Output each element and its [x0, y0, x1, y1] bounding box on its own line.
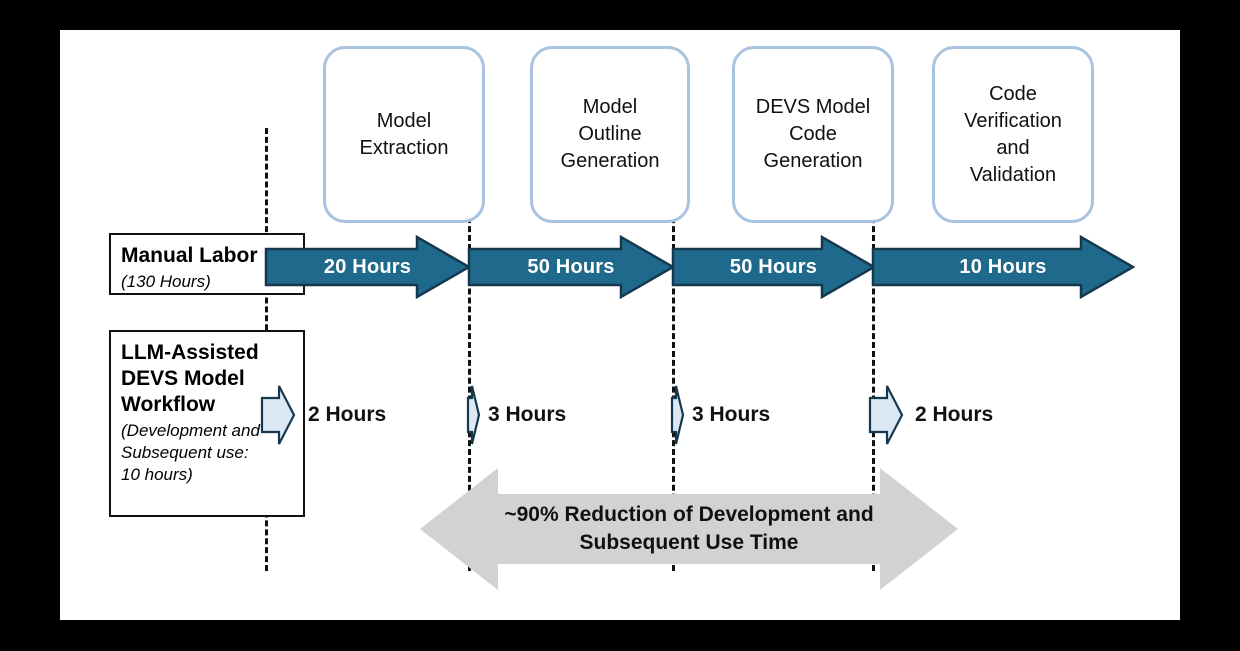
process-line: and	[996, 136, 1030, 159]
reduction-callout[interactable]: ~90% Reduction of Development and Subseq…	[420, 468, 958, 590]
row-label-subtitle: (Development and Subsequent use: 10 hour…	[121, 420, 293, 485]
double-arrow-icon	[420, 468, 958, 590]
manual-arrow-phase-2[interactable]: 50 Hours	[467, 234, 676, 300]
manual-arrow-phase-3[interactable]: 50 Hours	[671, 234, 877, 300]
diagram-canvas: Model Extraction Model Outline Generatio…	[60, 30, 1180, 620]
process-line: Code	[989, 82, 1037, 105]
arrow-right-icon	[871, 234, 1136, 300]
arrow-right-icon	[467, 234, 676, 300]
manual-arrow-phase-1[interactable]: 20 Hours	[264, 234, 472, 300]
process-box-code-verification-and-validation[interactable]: Code Verification and Validation	[932, 46, 1094, 223]
llm-arrow-phase-3[interactable]	[667, 382, 687, 448]
llm-arrow-phase-2[interactable]	[463, 382, 483, 448]
row-label-title-line: LLM-Assisted	[121, 341, 259, 364]
process-box-label: DEVS Model Code Generation	[756, 94, 871, 175]
llm-arrow-label-phase-2: 3 Hours	[488, 403, 567, 426]
row-label-title-line: DEVS Model	[121, 367, 245, 391]
process-line: Validation	[969, 163, 1057, 186]
process-line: Model	[376, 109, 432, 132]
row-label-subtitle-line: (Development and	[121, 421, 260, 441]
process-line: DEVS Model	[755, 96, 871, 118]
process-line: Extraction	[359, 136, 449, 159]
process-line: Code	[789, 123, 837, 145]
arrow-right-icon	[264, 234, 472, 300]
llm-arrow-label-phase-1: 2 Hours	[308, 403, 387, 426]
process-box-label: Model Extraction	[360, 108, 449, 162]
arrow-right-icon	[671, 234, 877, 300]
manual-arrow-phase-4[interactable]: 10 Hours	[871, 234, 1136, 300]
llm-arrow-phase-4[interactable]	[866, 382, 904, 448]
row-label-llm-assisted-workflow: LLM-Assisted DEVS Model Workflow (Develo…	[109, 330, 305, 517]
phase-divider-3	[672, 128, 675, 571]
llm-arrow-label-phase-3: 3 Hours	[692, 403, 771, 426]
process-line: Generation	[763, 150, 863, 172]
row-label-title: Manual Labor	[121, 244, 258, 267]
process-box-model-extraction[interactable]: Model Extraction	[323, 46, 485, 223]
arrow-right-icon	[868, 385, 904, 445]
process-box-label: Code Verification and Validation	[964, 81, 1062, 189]
llm-arrow-label-phase-4: 2 Hours	[915, 403, 994, 426]
row-label-subtitle-line: Subsequent use:	[121, 442, 249, 462]
process-line: Generation	[560, 150, 660, 172]
arrow-right-icon	[466, 385, 481, 445]
row-label-title: LLM-Assisted DEVS Model Workflow	[121, 340, 293, 418]
process-line: Verification	[964, 109, 1062, 132]
process-line: Outline	[578, 123, 642, 145]
arrow-right-icon	[260, 385, 296, 445]
process-box-label: Model Outline Generation	[561, 94, 660, 175]
process-line: Model	[582, 96, 638, 118]
row-label-subtitle-line: 10 hours)	[121, 464, 193, 484]
llm-arrow-phase-1[interactable]	[258, 382, 296, 448]
phase-divider-4	[872, 128, 875, 571]
process-box-devs-model-code-generation[interactable]: DEVS Model Code Generation	[732, 46, 894, 223]
phase-divider-2	[468, 128, 471, 571]
row-label-subtitle: (130 Hours)	[121, 272, 211, 292]
process-box-model-outline-generation[interactable]: Model Outline Generation	[530, 46, 690, 223]
row-label-title-line: Workflow	[121, 393, 216, 417]
arrow-right-icon	[670, 385, 685, 445]
